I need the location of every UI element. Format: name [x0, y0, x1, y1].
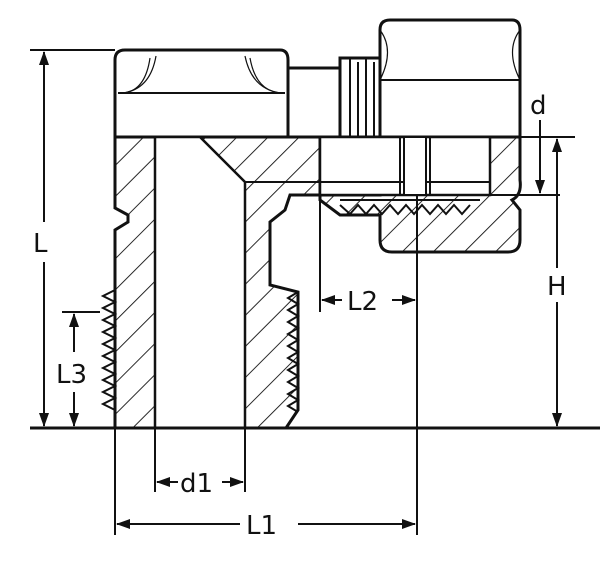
dim-d1: d1 — [154, 428, 246, 499]
dim-L3: L3 — [56, 311, 100, 427]
label-L3: L3 — [56, 360, 87, 390]
dim-L: L — [30, 49, 115, 427]
left-thread — [100, 230, 118, 411]
label-L1: L1 — [246, 511, 277, 541]
elbow-top-body — [113, 48, 290, 139]
label-L2: L2 — [347, 287, 378, 317]
body-section — [113, 135, 322, 430]
label-L: L — [33, 229, 48, 259]
label-d1: d1 — [180, 469, 213, 499]
dim-d: d — [490, 91, 560, 196]
label-d: d — [530, 91, 547, 121]
dim-L2: L2 — [319, 195, 416, 317]
hex-nut-top — [378, 18, 522, 139]
dim-L1: L1 — [114, 195, 418, 541]
right-thread — [286, 291, 300, 413]
stub-thread — [338, 56, 382, 139]
tube-nut-section — [318, 135, 522, 254]
label-H: H — [547, 272, 567, 302]
dim-H: H — [490, 136, 575, 427]
elbow-neck — [286, 66, 342, 139]
